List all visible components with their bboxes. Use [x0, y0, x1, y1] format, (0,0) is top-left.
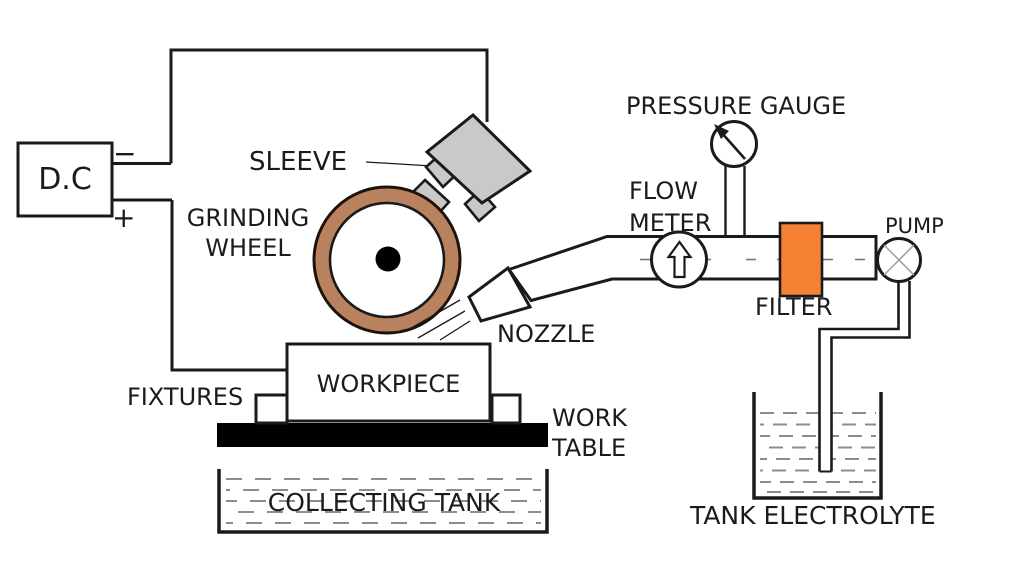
dc-wiring [112, 48, 489, 372]
dc-supply-label: D.C [38, 162, 92, 197]
work-table-label-line2: TABLE [552, 434, 627, 462]
fixture-left [254, 393, 289, 425]
sleeve-pointer-line [365, 161, 433, 167]
gauge-needle [720, 131, 746, 160]
wheel-hub-dot [375, 246, 401, 272]
pump-x-mark [883, 244, 915, 276]
plus-terminal-label: + [112, 201, 136, 234]
nozzle-body [467, 265, 533, 323]
electrolyte-tank-water [760, 412, 876, 493]
nozzle-spray-lines [407, 299, 471, 341]
collecting-tank-walls [217, 469, 549, 534]
cathode-wire [169, 48, 489, 164]
pump-suction-pipe-inner [818, 281, 900, 472]
filter-label: FILTER [755, 293, 833, 321]
flow-meter-arrow [666, 240, 693, 279]
sleeve-block [424, 112, 533, 205]
collecting-tank-water [226, 478, 541, 524]
grinding-wheel-label-line1: GRINDING [186, 204, 310, 232]
workpiece-label: WORKPIECE [316, 370, 461, 398]
dc-supply-box [16, 141, 114, 218]
work-table-bar [217, 423, 548, 447]
work-table-label-line1: WORK [552, 404, 628, 432]
electrolyte-tank-walls [752, 392, 883, 500]
gauge-needle-head [714, 124, 729, 139]
collecting-tank-label: COLLECTING TANK [267, 488, 501, 517]
sleeve-label: SLEEVE [249, 147, 348, 177]
fixture-right [490, 393, 522, 425]
flow-meter-label-line2: METER [629, 209, 712, 237]
suction-pipe-interior [820, 408, 831, 471]
flow-meter-label: FLOW METER [629, 175, 711, 239]
pump-label: PUMP [885, 214, 944, 238]
anode-wire [170, 200, 287, 372]
nozzle-label: NOZZLE [497, 320, 596, 348]
tank-electrolyte-label: TANK ELECTROLYTE [690, 501, 936, 530]
fixtures-label: FIXTURES [127, 383, 244, 411]
pump-suction-pipe-outer [830, 281, 911, 472]
grinding-wheel-label-line2: WHEEL [205, 234, 291, 262]
sleeve-collar-lower [463, 188, 497, 223]
flow-meter-label-line1: FLOW [629, 177, 698, 205]
filter-box [778, 221, 824, 298]
minus-terminal-label: − [113, 137, 137, 170]
workpiece-box [285, 342, 492, 423]
pressure-gauge-label: PRESSURE GAUGE [626, 92, 847, 120]
